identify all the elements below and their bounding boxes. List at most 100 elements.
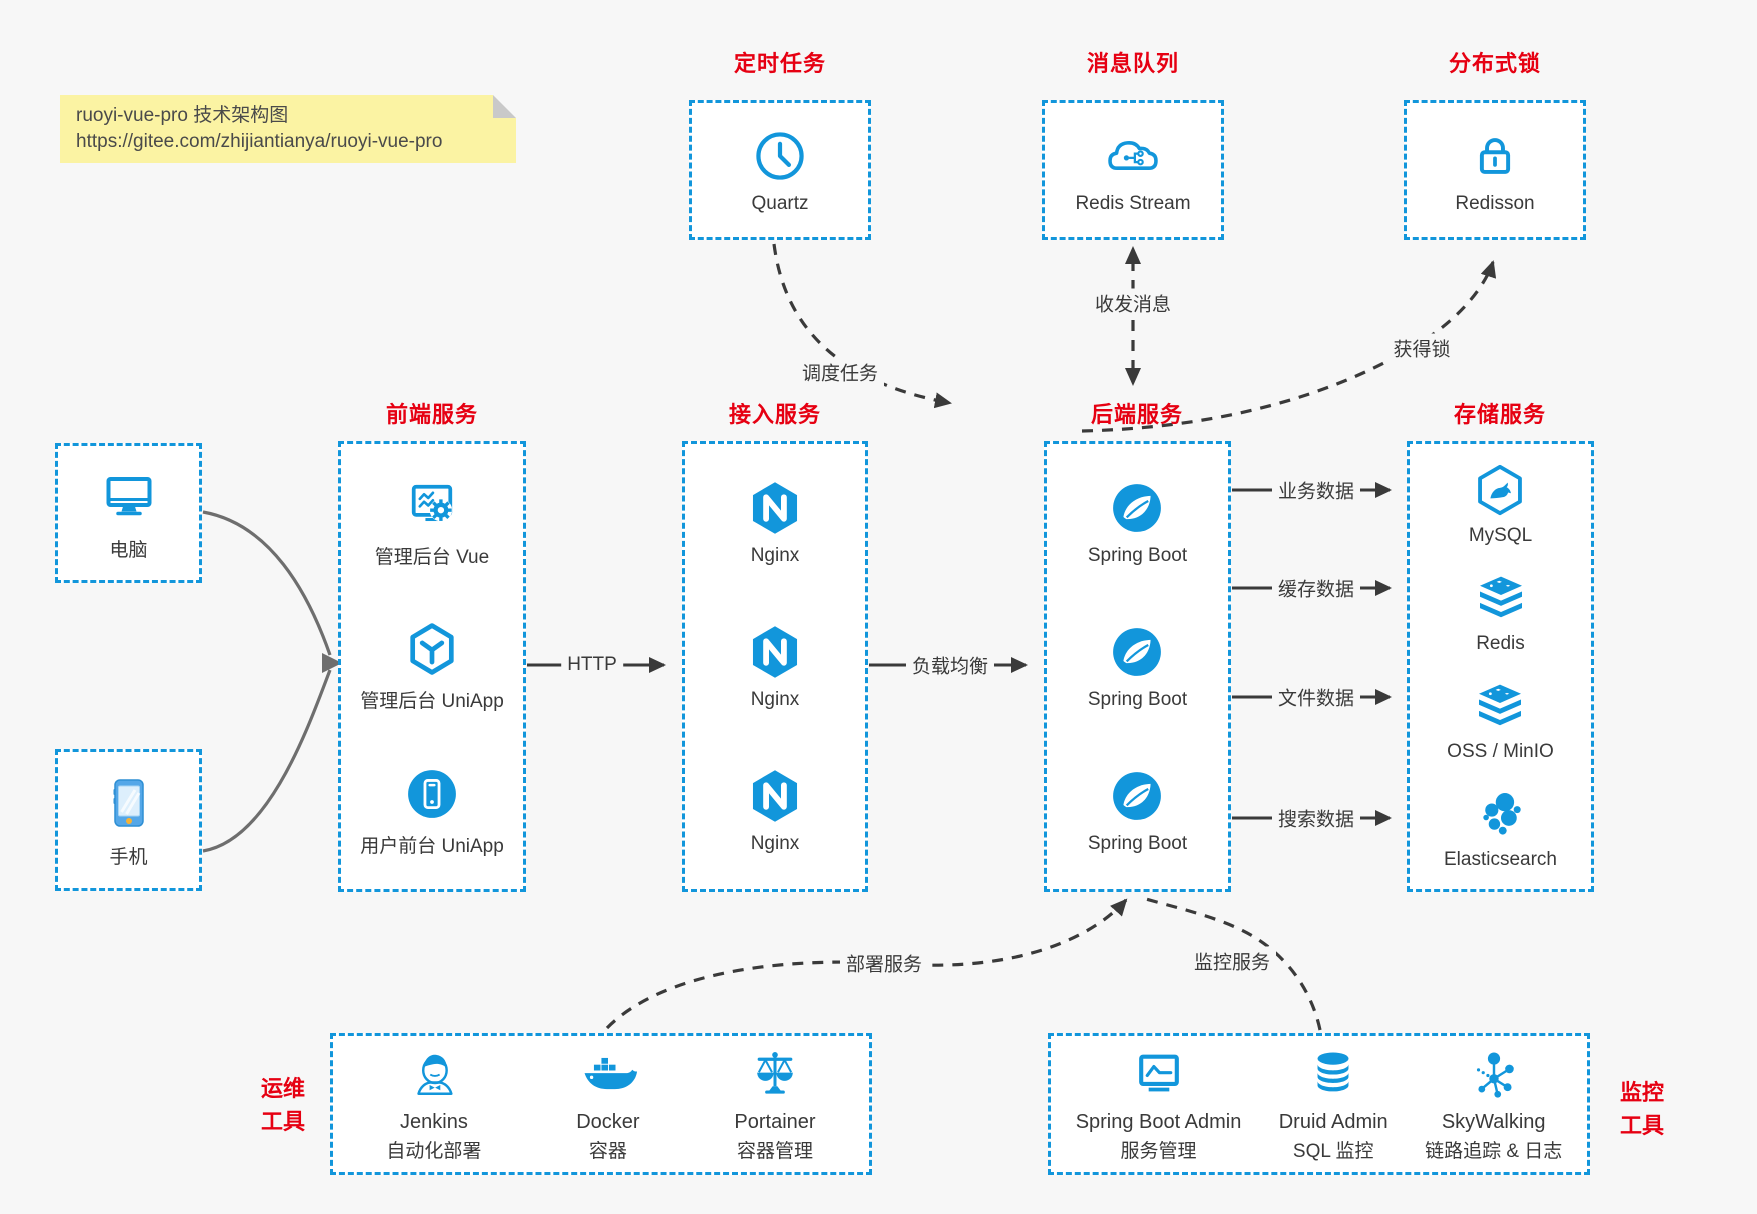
topology-icon xyxy=(1464,1045,1524,1105)
node-label: Redis Stream xyxy=(1075,192,1191,214)
cloud-network-icon xyxy=(1103,126,1163,186)
monitor-chart-icon xyxy=(1129,1045,1189,1105)
node-docker: Docker 容器 xyxy=(576,1045,640,1163)
redis-stream-box: Redis Stream xyxy=(1042,100,1224,240)
tool-name: Docker xyxy=(576,1111,640,1133)
uniapp-cube-icon xyxy=(402,619,462,679)
node-quartz: Quartz xyxy=(750,126,810,215)
tool-desc: 容器管理 xyxy=(736,1141,813,1162)
edge-label-lock: 获得锁 xyxy=(1387,333,1457,363)
quartz-box: Quartz xyxy=(689,100,871,240)
tool-name: SkyWalking xyxy=(1441,1111,1546,1133)
node-label: Nginx xyxy=(750,833,800,855)
nginx-icon xyxy=(745,766,805,826)
edge-label-file-data: 文件数据 xyxy=(1271,682,1361,712)
group-title-scheduled-task: 定时任务 xyxy=(733,51,827,76)
node-label: Spring Boot xyxy=(1087,688,1188,710)
tool-desc: 链路追踪 & 日志 xyxy=(1425,1141,1563,1162)
monitor-title-line2: 工具 xyxy=(1619,1113,1665,1138)
node-label: MySQL xyxy=(1468,524,1533,546)
edge-label-business-data: 业务数据 xyxy=(1271,475,1361,505)
elasticsearch-icon xyxy=(1473,786,1529,842)
edge-label-http: HTTP xyxy=(561,653,623,677)
redisson-box: Redisson xyxy=(1404,100,1586,240)
user-app-icon xyxy=(402,764,462,824)
node-portainer: Portainer 容器管理 xyxy=(734,1045,816,1163)
object-storage-icon xyxy=(1472,678,1528,734)
node-admin-vue: 管理后台 Vue xyxy=(375,475,489,569)
mobile-box: 手机 xyxy=(55,749,202,891)
tool-name: Spring Boot Admin xyxy=(1075,1111,1242,1133)
edge-label-monitor: 监控服务 xyxy=(1187,946,1277,976)
node-redisson: Redisson xyxy=(1455,126,1535,215)
frontend-column: 管理后台 Vue 管理后台 UniApp 用户前台 UniApp xyxy=(338,441,526,892)
group-title-message-queue: 消息队列 xyxy=(1086,51,1180,76)
node-admin-uniapp: 管理后台 UniApp xyxy=(360,619,504,713)
note-title: ruoyi-vue-pro 技术架构图 xyxy=(76,105,289,126)
spring-boot-icon xyxy=(1107,478,1167,538)
tool-name: Portainer xyxy=(734,1111,816,1133)
note-fold-corner xyxy=(493,95,516,118)
edge-label-load-balance: 负载均衡 xyxy=(905,650,995,680)
node-spring-boot-1: Spring Boot xyxy=(1088,478,1187,567)
node-label: Redisson xyxy=(1455,192,1535,214)
column-title-storage: 存储服务 xyxy=(1453,402,1547,427)
node-pc: 电脑 xyxy=(97,464,161,562)
lock-icon xyxy=(1465,126,1525,186)
node-label: Quartz xyxy=(751,192,809,214)
node-spring-boot-admin: Spring Boot Admin 服务管理 xyxy=(1075,1045,1242,1163)
node-mobile: 手机 xyxy=(97,771,161,869)
node-spring-boot-2: Spring Boot xyxy=(1088,622,1187,711)
pc-box: 电脑 xyxy=(55,443,202,583)
group-title-monitor-tools: 监控 工具 xyxy=(1620,1076,1664,1142)
gateway-column: Nginx Nginx Nginx xyxy=(682,441,868,892)
edge-label-deploy: 部署服务 xyxy=(839,948,929,978)
clock-icon xyxy=(750,126,810,186)
edge-label-cache-data: 缓存数据 xyxy=(1271,573,1361,603)
redis-icon xyxy=(1473,570,1529,626)
docker-icon xyxy=(578,1045,638,1105)
note-url: https://gitee.com/zhijiantianya/ruoyi-vu… xyxy=(76,131,443,153)
node-label: Redis xyxy=(1476,632,1525,654)
node-label: Spring Boot xyxy=(1087,544,1188,566)
node-user-uniapp: 用户前台 UniApp xyxy=(360,764,504,858)
node-jenkins: Jenkins 自动化部署 xyxy=(386,1045,481,1163)
edge-label-message: 收发消息 xyxy=(1088,288,1178,318)
spring-boot-icon xyxy=(1107,766,1167,826)
backend-column: Spring Boot Spring Boot Spring Boot xyxy=(1044,441,1231,892)
nginx-icon xyxy=(745,622,805,682)
monitor-title-line1: 监控 xyxy=(1619,1080,1665,1105)
node-spring-boot-3: Spring Boot xyxy=(1088,766,1187,855)
edge-label-schedule: 调度任务 xyxy=(795,357,885,387)
node-nginx-1: Nginx xyxy=(745,478,805,567)
group-title-distributed-lock: 分布式锁 xyxy=(1448,51,1542,76)
admin-vue-icon xyxy=(402,475,462,535)
mysql-icon xyxy=(1472,462,1528,518)
node-mysql: MySQL xyxy=(1469,462,1532,547)
node-label: OSS / MinIO xyxy=(1447,741,1554,763)
tool-name: Druid Admin xyxy=(1278,1111,1388,1133)
node-skywalking: SkyWalking 链路追踪 & 日志 xyxy=(1425,1045,1562,1163)
node-label: Nginx xyxy=(750,688,800,710)
node-label: 手机 xyxy=(109,847,148,868)
node-nginx-2: Nginx xyxy=(745,622,805,711)
node-label: 用户前台 UniApp xyxy=(360,835,504,857)
group-title-ops-tools: 运维 工具 xyxy=(261,1072,305,1138)
node-redis: Redis xyxy=(1473,570,1529,655)
jenkins-icon xyxy=(404,1045,464,1105)
node-druid-admin: Druid Admin SQL 监控 xyxy=(1279,1045,1388,1163)
desktop-icon xyxy=(97,464,161,528)
ops-title-line2: 工具 xyxy=(260,1109,306,1134)
node-oss-minio: OSS / MinIO xyxy=(1447,678,1554,763)
ops-tools-box: Jenkins 自动化部署 Docker 容器 Portainer 容器管理 xyxy=(330,1033,872,1175)
node-redis-stream: Redis Stream xyxy=(1075,126,1191,215)
node-label: 电脑 xyxy=(109,540,148,561)
ops-title-line1: 运维 xyxy=(260,1076,306,1101)
sticky-note: ruoyi-vue-pro 技术架构图 https://gitee.com/zh… xyxy=(60,95,516,163)
tool-desc: 自动化部署 xyxy=(386,1141,482,1162)
column-title-gateway: 接入服务 xyxy=(728,402,822,427)
node-label: Elasticsearch xyxy=(1444,849,1557,871)
edge-label-search-data: 搜索数据 xyxy=(1271,803,1361,833)
monitor-tools-box: Spring Boot Admin 服务管理 Druid Admin SQL 监… xyxy=(1048,1033,1590,1175)
